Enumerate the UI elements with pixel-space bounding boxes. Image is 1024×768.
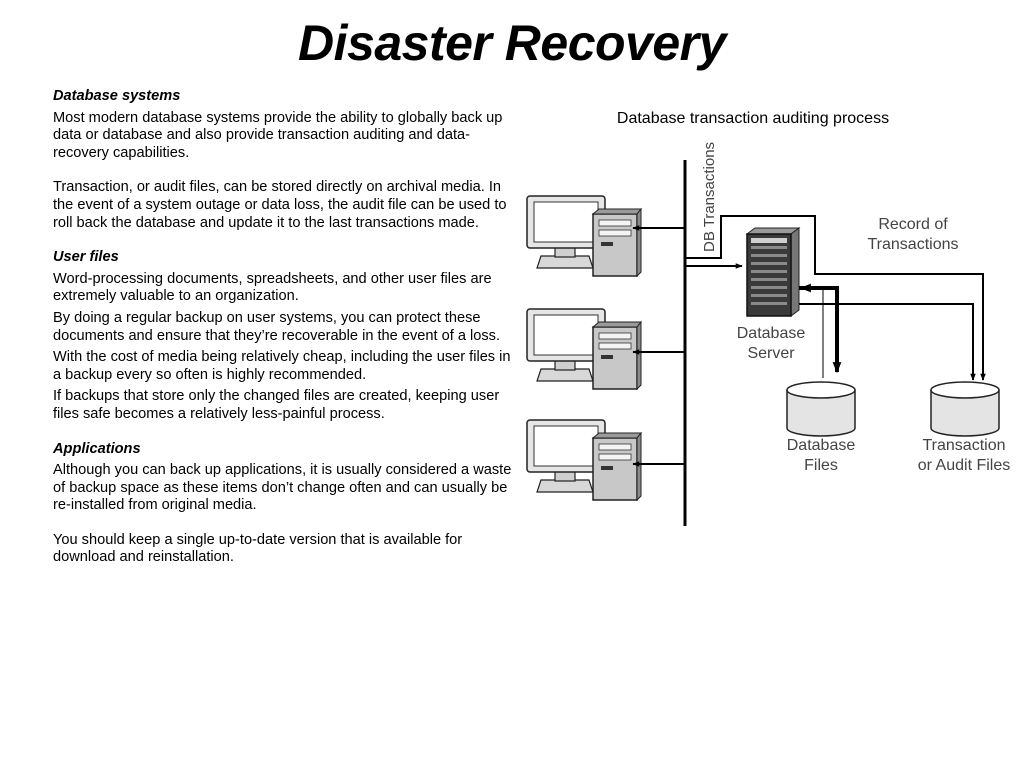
paragraph: If backups that store only the changed f… [53, 388, 500, 422]
paragraph: By doing a regular backup on user system… [53, 309, 500, 344]
body-text: Database systems Most modern database sy… [53, 88, 515, 567]
arrow-record-to-audit [685, 215, 986, 381]
heading-database-systems: Database systems [53, 88, 181, 104]
audit-files-label: Transaction [923, 437, 1006, 454]
arrow-db-to-server-guide [805, 287, 824, 378]
workstation-icon [526, 419, 642, 501]
slide-title: Disaster Recovery [298, 15, 726, 71]
transaction-auditing-diagram: DB Transactions Database Server Record o… [526, 142, 1010, 526]
paragraph: Word-processing documents, spreadsheets,… [53, 270, 492, 305]
paragraph: Although you can back up applications, i… [53, 462, 512, 514]
paragraph: You should keep a single up-to-date vers… [53, 531, 463, 566]
audit-files-label: or Audit Files [918, 457, 1010, 474]
server-label: Database [737, 325, 806, 342]
arrow-server-to-audit [799, 303, 976, 381]
bus-label: DB Transactions [701, 142, 718, 252]
workstation-icon [526, 308, 642, 390]
heading-applications: Applications [53, 440, 141, 457]
database-icon [930, 381, 1000, 437]
diagram-caption: Database transaction auditing process [616, 110, 890, 127]
database-icon [786, 381, 856, 437]
record-label: Record of [878, 216, 948, 233]
paragraph: Most modern database systems provide the… [53, 109, 503, 161]
db-files-label: Database [787, 437, 856, 454]
workstation-icon [526, 195, 642, 277]
db-files-label: Files [804, 457, 838, 474]
server-label: Server [747, 345, 795, 362]
heading-user-files: User files [53, 249, 119, 266]
paragraph: With the cost of media being relatively … [53, 349, 511, 383]
server-icon [745, 227, 801, 317]
paragraph: Transaction, or audit files, can be stor… [53, 179, 507, 231]
record-label: Transactions [868, 236, 959, 253]
